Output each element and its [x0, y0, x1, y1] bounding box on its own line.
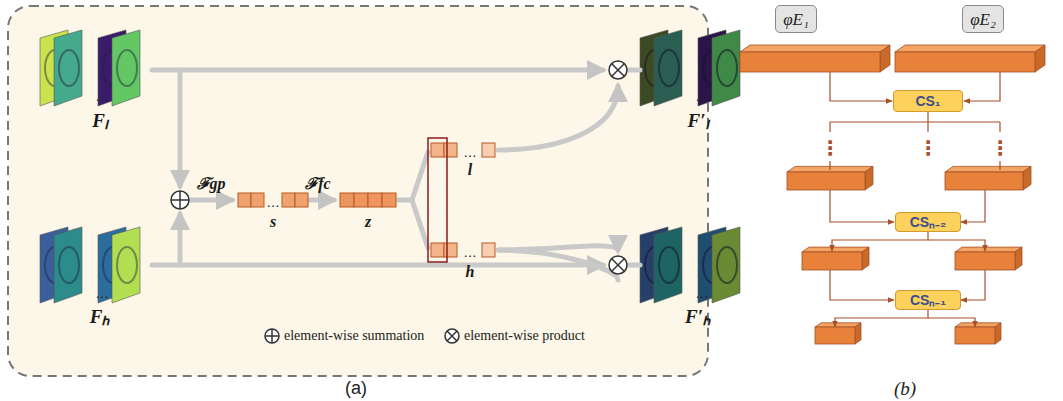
ellipsis: …: [696, 90, 709, 103]
cs-block: CSₙ₋₂: [895, 212, 961, 232]
slab-front: [740, 52, 880, 72]
node-label: CSₙ₋₂: [910, 215, 947, 229]
slab-top: [955, 247, 1022, 252]
slab-top: [740, 45, 890, 52]
symbol-label: Fₗ: [92, 111, 108, 130]
feature-map: [654, 227, 682, 303]
ellipsis: …: [464, 146, 477, 159]
encoder-box: φE₁: [775, 5, 817, 33]
feature-texture: [717, 50, 737, 86]
cs-block: CSₙ₋₁: [895, 290, 961, 310]
slab-side: [1023, 166, 1031, 190]
feature-texture: [659, 247, 679, 283]
node-label: CSₙ₋₁: [910, 293, 946, 307]
continuation-dots: ⋮: [990, 138, 1010, 158]
symbol-label: F′ₕ: [685, 307, 711, 326]
panel-caption: (a): [345, 379, 367, 397]
operator-label: ℱgp: [197, 176, 226, 192]
symbol-label: F′ₗ: [687, 111, 708, 130]
feature-map: [54, 30, 82, 106]
encoder-box: φE₂: [962, 5, 1004, 33]
feature-texture: [717, 247, 737, 283]
slab-front: [955, 327, 995, 344]
slab-side: [880, 45, 890, 72]
slab-front: [955, 252, 1015, 270]
legend-text: element-wise product: [464, 329, 585, 343]
ellipsis: …: [464, 246, 477, 259]
slab-top: [815, 323, 861, 327]
feature-map: [112, 227, 140, 303]
slab-front: [945, 172, 1023, 190]
node-label: φE₂: [970, 11, 996, 28]
vector-label: l: [468, 162, 472, 178]
operator-label: ℱfc: [305, 176, 330, 192]
continuation-dots: ⋮: [820, 138, 840, 158]
feature-map: [112, 30, 140, 106]
vector-label: z: [365, 214, 371, 230]
slab-side: [865, 166, 873, 190]
slab-top: [895, 45, 1045, 52]
feature-texture: [117, 247, 137, 283]
slab-top: [802, 247, 869, 252]
cs-block: CS₁: [893, 90, 963, 112]
feature-map: [712, 30, 740, 106]
vector-label: s: [270, 214, 276, 230]
feature-texture: [659, 50, 679, 86]
slab-front: [895, 52, 1035, 72]
slab-top: [955, 323, 1001, 327]
legend-text: element-wise summation: [284, 329, 424, 343]
feature-map: [54, 227, 82, 303]
panel-caption: (b): [894, 379, 916, 398]
ellipsis: …: [96, 90, 109, 103]
ellipsis: …: [96, 287, 109, 300]
symbol-label: Fₕ: [90, 307, 111, 326]
slab-side: [855, 323, 861, 344]
slab-front: [802, 252, 862, 270]
slab-side: [1035, 45, 1045, 72]
feature-map: [712, 227, 740, 303]
slab-front: [787, 172, 865, 190]
feature-texture: [117, 50, 137, 86]
vector-label: h: [466, 264, 475, 280]
ellipsis: …: [696, 287, 709, 300]
feature-texture: [59, 247, 79, 283]
slab-top: [945, 166, 1031, 172]
slab-front: [815, 327, 855, 344]
feature-map: [654, 30, 682, 106]
slab-side: [995, 323, 1001, 344]
continuation-dots: ⋮: [918, 138, 938, 158]
node-label: CS₁: [915, 94, 940, 108]
feature-texture: [59, 50, 79, 86]
slab-side: [862, 247, 869, 270]
slab-side: [1015, 247, 1022, 270]
ellipsis: …: [267, 196, 280, 209]
node-label: φE₁: [783, 11, 809, 28]
